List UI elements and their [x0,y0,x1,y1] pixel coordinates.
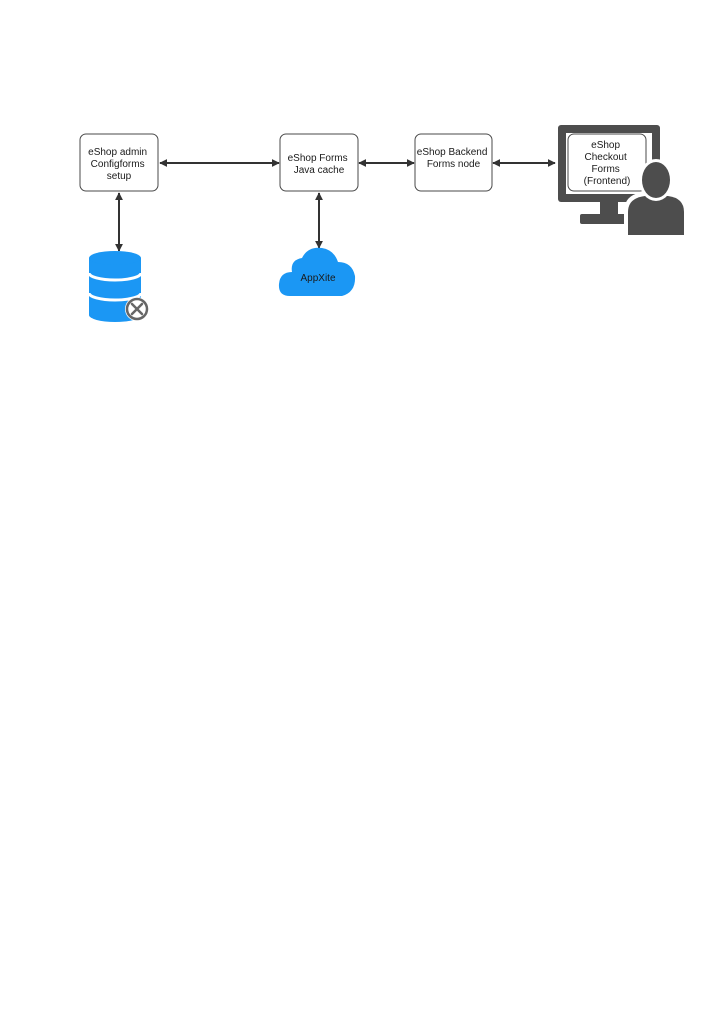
cloud-label: AppXite [300,273,335,284]
node-admin-box [79,133,159,192]
node-backend-box [414,133,493,192]
user-icon [624,159,688,236]
error-badge-icon [125,297,149,321]
node-checkout-box [567,133,647,192]
database-error-icon [87,251,149,322]
node-checkout[interactable]: eShop Checkout Forms (Frontend) [567,133,647,192]
node-backend[interactable]: eShop Backend Forms node [414,133,493,192]
node-forms[interactable]: eShop Forms Java cache [279,133,359,192]
node-backend-label: eShop Backend Forms node [417,147,490,170]
node-checkout-label: eShop Checkout Forms (Frontend) [584,140,631,187]
cloud-node[interactable]: AppXite [278,247,356,296]
node-admin-label: eShop admin Configforms setup [88,147,150,182]
node-forms-box [279,133,359,192]
node-forms-label: eShop Forms Java cache [288,153,351,176]
cloud-icon [278,247,356,296]
node-admin[interactable]: eShop admin Configforms setup [79,133,159,192]
